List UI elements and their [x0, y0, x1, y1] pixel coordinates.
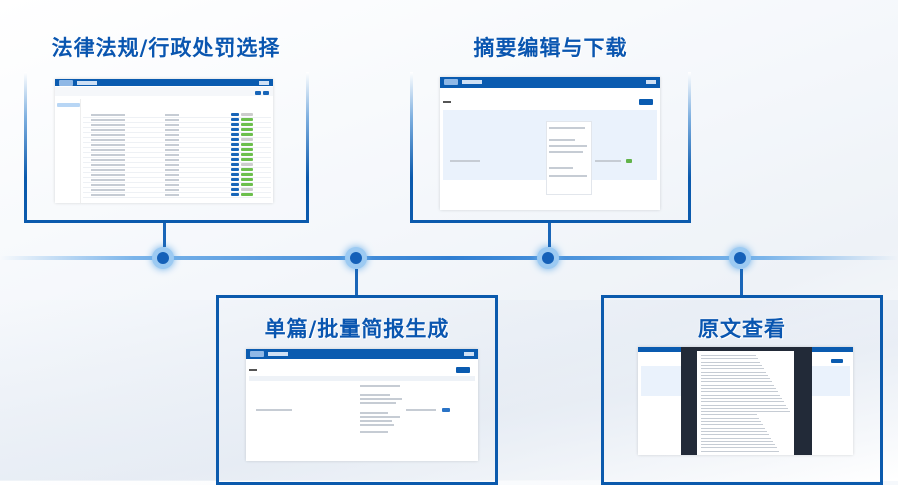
screenshot-law-list [55, 79, 273, 203]
document-text-line [701, 361, 760, 363]
connector-1 [163, 222, 166, 247]
thumbnail-table-row [83, 187, 271, 193]
document-text-line [701, 404, 786, 406]
timeline [0, 256, 898, 260]
timeline-node-4 [729, 247, 751, 269]
document-text-line [701, 391, 778, 393]
document-text-line [701, 401, 784, 403]
timeline-node-3 [537, 247, 559, 269]
connector-3 [355, 269, 358, 295]
document-viewer[interactable] [681, 347, 812, 455]
document-text-line [701, 368, 764, 370]
thumbnail-table-row [83, 112, 271, 118]
thumbnail-table-row [83, 152, 271, 158]
document-text-line [701, 447, 777, 449]
connector-2 [548, 222, 551, 247]
document-text-line [701, 394, 780, 396]
document-text-line [701, 411, 790, 413]
screenshot-summary-editor [440, 77, 660, 210]
thumbnail-table-row [83, 177, 271, 183]
thumbnail-table-row [83, 157, 271, 163]
thumbnail-table-row [83, 127, 271, 133]
screenshot-brief-list [246, 349, 478, 461]
document-text-line [701, 430, 767, 432]
document-text-line [701, 444, 775, 446]
document-text-line [701, 378, 770, 380]
document-text-line [701, 381, 772, 383]
document-page [697, 351, 794, 455]
timeline-node-2 [345, 247, 367, 269]
thumbnail-table-row [83, 192, 271, 198]
screenshot-original-document [638, 347, 853, 455]
document-text-line [701, 358, 758, 360]
thumbnail-table-row [83, 172, 271, 178]
thumbnail-table-row [83, 122, 271, 128]
thumbnail-table-row [83, 147, 271, 153]
document-text-line [701, 397, 782, 399]
document-text-line [701, 407, 788, 409]
thumbnail-table-row [83, 137, 271, 143]
document-text-line [701, 421, 761, 422]
document-text-line [701, 388, 776, 389]
step-title-brief-generation: 单篇/批量简报生成 [264, 317, 450, 341]
connector-4 [740, 269, 743, 295]
step-frame-summary-edit [410, 72, 691, 223]
document-text-line [701, 434, 769, 436]
step-title-original-view: 原文查看 [698, 317, 786, 341]
thumbnail-table-row [83, 162, 271, 168]
document-text-line [701, 414, 757, 416]
document-text-line [701, 371, 766, 373]
document-text-line [701, 384, 774, 386]
step-title-summary-edit: 摘要编辑与下载 [473, 36, 628, 60]
thumbnail-table-row [83, 117, 271, 123]
step-frame-law-selection [24, 72, 309, 223]
document-text-line [701, 355, 756, 356]
thumbnail-table-row [83, 132, 271, 138]
thumbnail-table-row [83, 142, 271, 148]
thumbnail-table-row [83, 167, 271, 173]
document-text-line [701, 440, 773, 442]
document-text-line [701, 450, 779, 452]
document-text-line [701, 417, 759, 419]
thumbnail-table-row [83, 182, 271, 188]
step-title-law-selection: 法律法规/行政处罚选择 [51, 36, 281, 60]
document-text-line [701, 437, 771, 439]
document-text-line [701, 427, 765, 429]
document-text-line [701, 374, 768, 376]
document-text-line [701, 424, 763, 426]
timeline-node-1 [152, 247, 174, 269]
document-text-line [701, 364, 762, 366]
